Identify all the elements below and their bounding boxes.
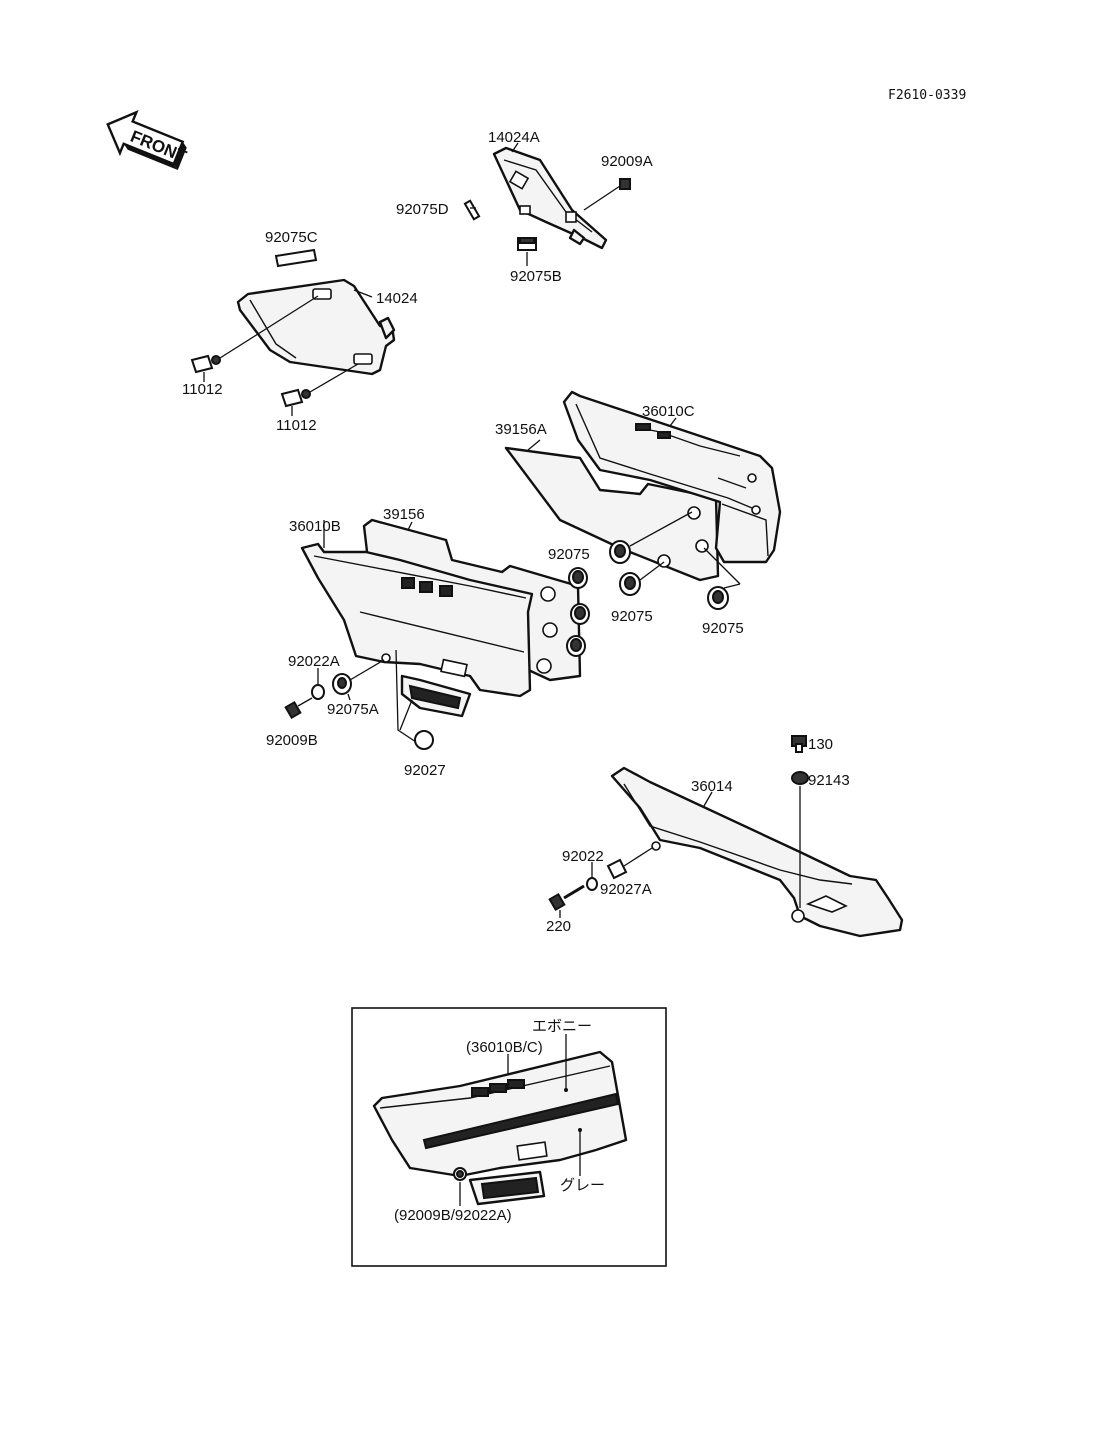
label-92075C: 92075C: [265, 229, 318, 246]
pad-92075C: [274, 248, 318, 268]
label-36014: 36014: [691, 778, 733, 795]
inset-frame: [351, 1007, 667, 1267]
label-220: 220: [546, 918, 571, 935]
diagram-code: F2610-0339: [888, 88, 966, 103]
label-14024A: 14024A: [488, 129, 540, 146]
bolt-220: [548, 884, 585, 918]
label-92075D: 92075D: [396, 201, 449, 218]
bolt-11012-lower: [280, 363, 359, 416]
clip-92075D: [463, 199, 481, 221]
washer-92022A: [311, 668, 325, 700]
bracket-14024A: [492, 146, 608, 250]
label-92075-a: 92075: [548, 546, 590, 563]
nut-92143: [791, 771, 809, 908]
label-92022: 92022: [562, 848, 604, 865]
inset-color-grey: グレー: [560, 1177, 605, 1194]
bolt-130: [791, 735, 807, 753]
label-92075A: 92075A: [327, 701, 379, 718]
label-92143: 92143: [808, 772, 850, 789]
label-92075B: 92075B: [510, 268, 562, 285]
label-92075-b: 92075: [611, 608, 653, 625]
label-92009A: 92009A: [601, 153, 653, 170]
label-11012-lower: 11012: [276, 417, 317, 434]
cover-36010B: [300, 542, 534, 718]
color-inset: エボニー (36010B/C) グレー (92009B/92022A): [351, 1007, 667, 1267]
label-39156: 39156: [383, 506, 425, 523]
label-92009B: 92009B: [266, 732, 318, 749]
inset-ref-cover: (36010B/C): [466, 1039, 543, 1056]
screw-92009B: [284, 697, 313, 720]
front-arrow-icon: FRONT: [106, 110, 190, 170]
label-11012-upper: 11012: [182, 381, 223, 398]
label-36010C: 36010C: [642, 403, 695, 420]
chain-cover-36014: [610, 766, 904, 938]
label-36010B: 36010B: [289, 518, 341, 535]
label-92075-c: 92075: [702, 620, 744, 637]
label-39156A: 39156A: [495, 421, 547, 438]
collar-92027A: [606, 847, 653, 880]
label-92027: 92027: [404, 762, 446, 779]
screw-92009A: [583, 178, 631, 211]
inset-ref-bolt: (92009B/92022A): [394, 1207, 512, 1224]
grommet-92075A: [332, 659, 385, 701]
cover-36010C: [562, 390, 782, 564]
label-92022A: 92022A: [288, 653, 340, 670]
grommet-92075-set: [566, 477, 747, 657]
label-92027A: 92027A: [600, 881, 652, 898]
collar-92027: [395, 649, 434, 750]
cover-14024: [236, 278, 396, 376]
bolt-11012-upper: [190, 295, 319, 382]
label-130: 130: [808, 736, 833, 753]
label-14024: 14024: [376, 290, 418, 307]
grommet-92075B: [517, 237, 537, 266]
washer-92022: [586, 862, 598, 891]
inset-color-ebony: エボニー: [532, 1018, 592, 1035]
